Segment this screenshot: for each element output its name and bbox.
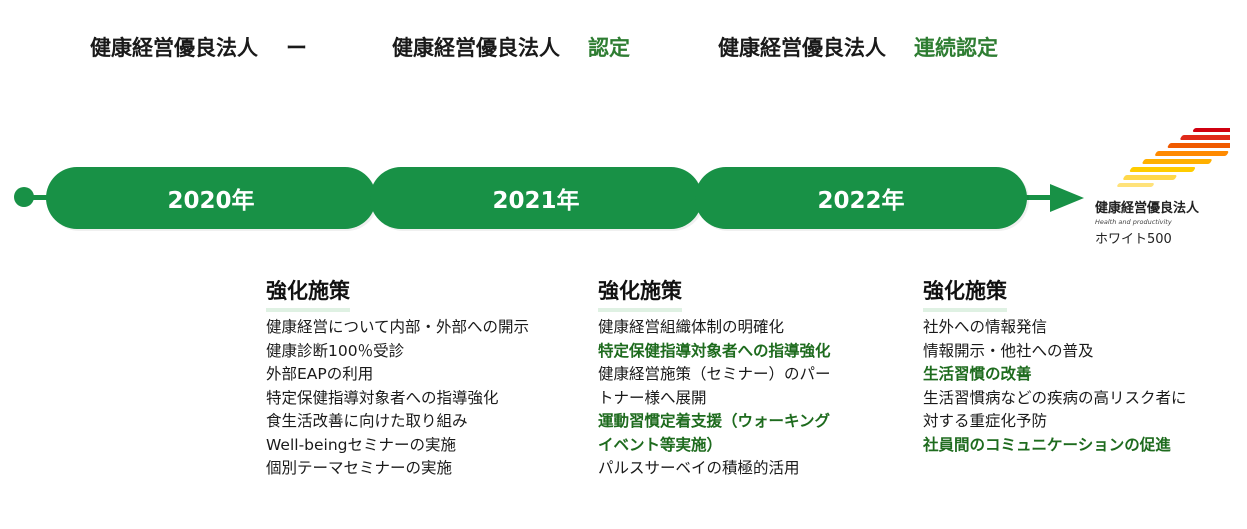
measures-2021: 強化施策 健康経営組織体制の明確化特定保健指導対象者への指導強化健康経営施策（セ… bbox=[598, 276, 831, 481]
measure-item: 特定保健指導対象者への指導強化 bbox=[266, 388, 499, 407]
measures-heading: 強化施策 bbox=[266, 276, 350, 312]
measure-item: 健康診断100％受診 bbox=[266, 341, 405, 360]
header-status-none: ー bbox=[286, 36, 307, 60]
header-status-consecutive: 連続認定 bbox=[914, 36, 998, 60]
measure-item: 社外への情報発信 bbox=[923, 318, 1048, 336]
measure-item: Well-beingセミナーの実施 bbox=[266, 435, 457, 454]
measure-item: 外部EAPの利用 bbox=[266, 365, 374, 383]
header-label: 健康経営優良法人 bbox=[718, 36, 886, 60]
header-status-certified: 認定 bbox=[588, 36, 630, 60]
measures-list: 健康経営について内部・外部への開示健康診断100％受診外部EAPの利用特定保健指… bbox=[266, 316, 529, 481]
measure-item: 食生活改善に向けた取り組み bbox=[266, 412, 468, 430]
year-label: 2021年 bbox=[492, 188, 580, 214]
measure-item: 特定保健指導対象者への指導強化 bbox=[598, 341, 831, 360]
measure-item: トナー様へ展開 bbox=[598, 388, 707, 407]
measure-item: 生活習慣の改善 bbox=[923, 365, 1032, 383]
measure-item: 個別テーマセミナーの実施 bbox=[266, 459, 453, 477]
arrow-right-icon bbox=[1050, 184, 1084, 212]
measures-2020: 強化施策 健康経営について内部・外部への開示健康診断100％受診外部EAPの利用… bbox=[266, 276, 529, 481]
header-item-2022: 健康経営優良法人 連続認定 bbox=[718, 32, 998, 62]
header-item-2020: 健康経営優良法人 ー bbox=[90, 32, 307, 62]
measure-item: 社員間のコミュニケーションの促進 bbox=[923, 435, 1171, 454]
measure-item: 健康経営施策（セミナー）のパー bbox=[598, 365, 831, 383]
measure-item: 運動習慣定着支援（ウォーキング bbox=[598, 412, 831, 430]
measures-list: 社外への情報発信情報開示・他社への普及生活習慣の改善生活習慣病などの疾病の高リス… bbox=[923, 316, 1187, 457]
measure-item: パルスサーベイの積極的活用 bbox=[598, 459, 800, 477]
measure-item: 健康経営組織体制の明確化 bbox=[598, 318, 785, 336]
flag-stripes-icon bbox=[1117, 128, 1230, 187]
logo-title: 健康経営優良法人 bbox=[1095, 201, 1200, 216]
year-pill-2022: 2022年 bbox=[695, 167, 1027, 229]
year-label: 2022年 bbox=[817, 188, 905, 214]
measure-item: 健康経営について内部・外部への開示 bbox=[266, 318, 530, 336]
header-item-2021: 健康経営優良法人 認定 bbox=[392, 32, 630, 62]
measure-item: 対する重症化予防 bbox=[923, 412, 1048, 430]
header-label: 健康経営優良法人 bbox=[90, 36, 258, 60]
measure-item: 情報開示・他社への普及 bbox=[923, 341, 1094, 360]
timeline-start-dot bbox=[14, 187, 34, 207]
measures-2022: 強化施策 社外への情報発信情報開示・他社への普及生活習慣の改善生活習慣病などの疾… bbox=[923, 276, 1187, 457]
logo-grade: ホワイト500 bbox=[1095, 232, 1172, 247]
header-label: 健康経営優良法人 bbox=[392, 36, 560, 60]
health-productivity-logo: 健康経営優良法人 Health and productivity ホワイト500 bbox=[1095, 127, 1235, 247]
logo-subtitle: Health and productivity bbox=[1095, 218, 1172, 226]
measures-list: 健康経営組織体制の明確化特定保健指導対象者への指導強化健康経営施策（セミナー）の… bbox=[598, 316, 831, 481]
measures-heading: 強化施策 bbox=[923, 276, 1007, 312]
year-pill-2021: 2021年 bbox=[370, 167, 702, 229]
year-pill-2020: 2020年 bbox=[46, 167, 376, 229]
measures-heading: 強化施策 bbox=[598, 276, 682, 312]
year-label: 2020年 bbox=[167, 188, 255, 214]
measure-item: 生活習慣病などの疾病の高リスク者に bbox=[923, 388, 1187, 407]
measure-item: イベント等実施） bbox=[598, 435, 723, 454]
